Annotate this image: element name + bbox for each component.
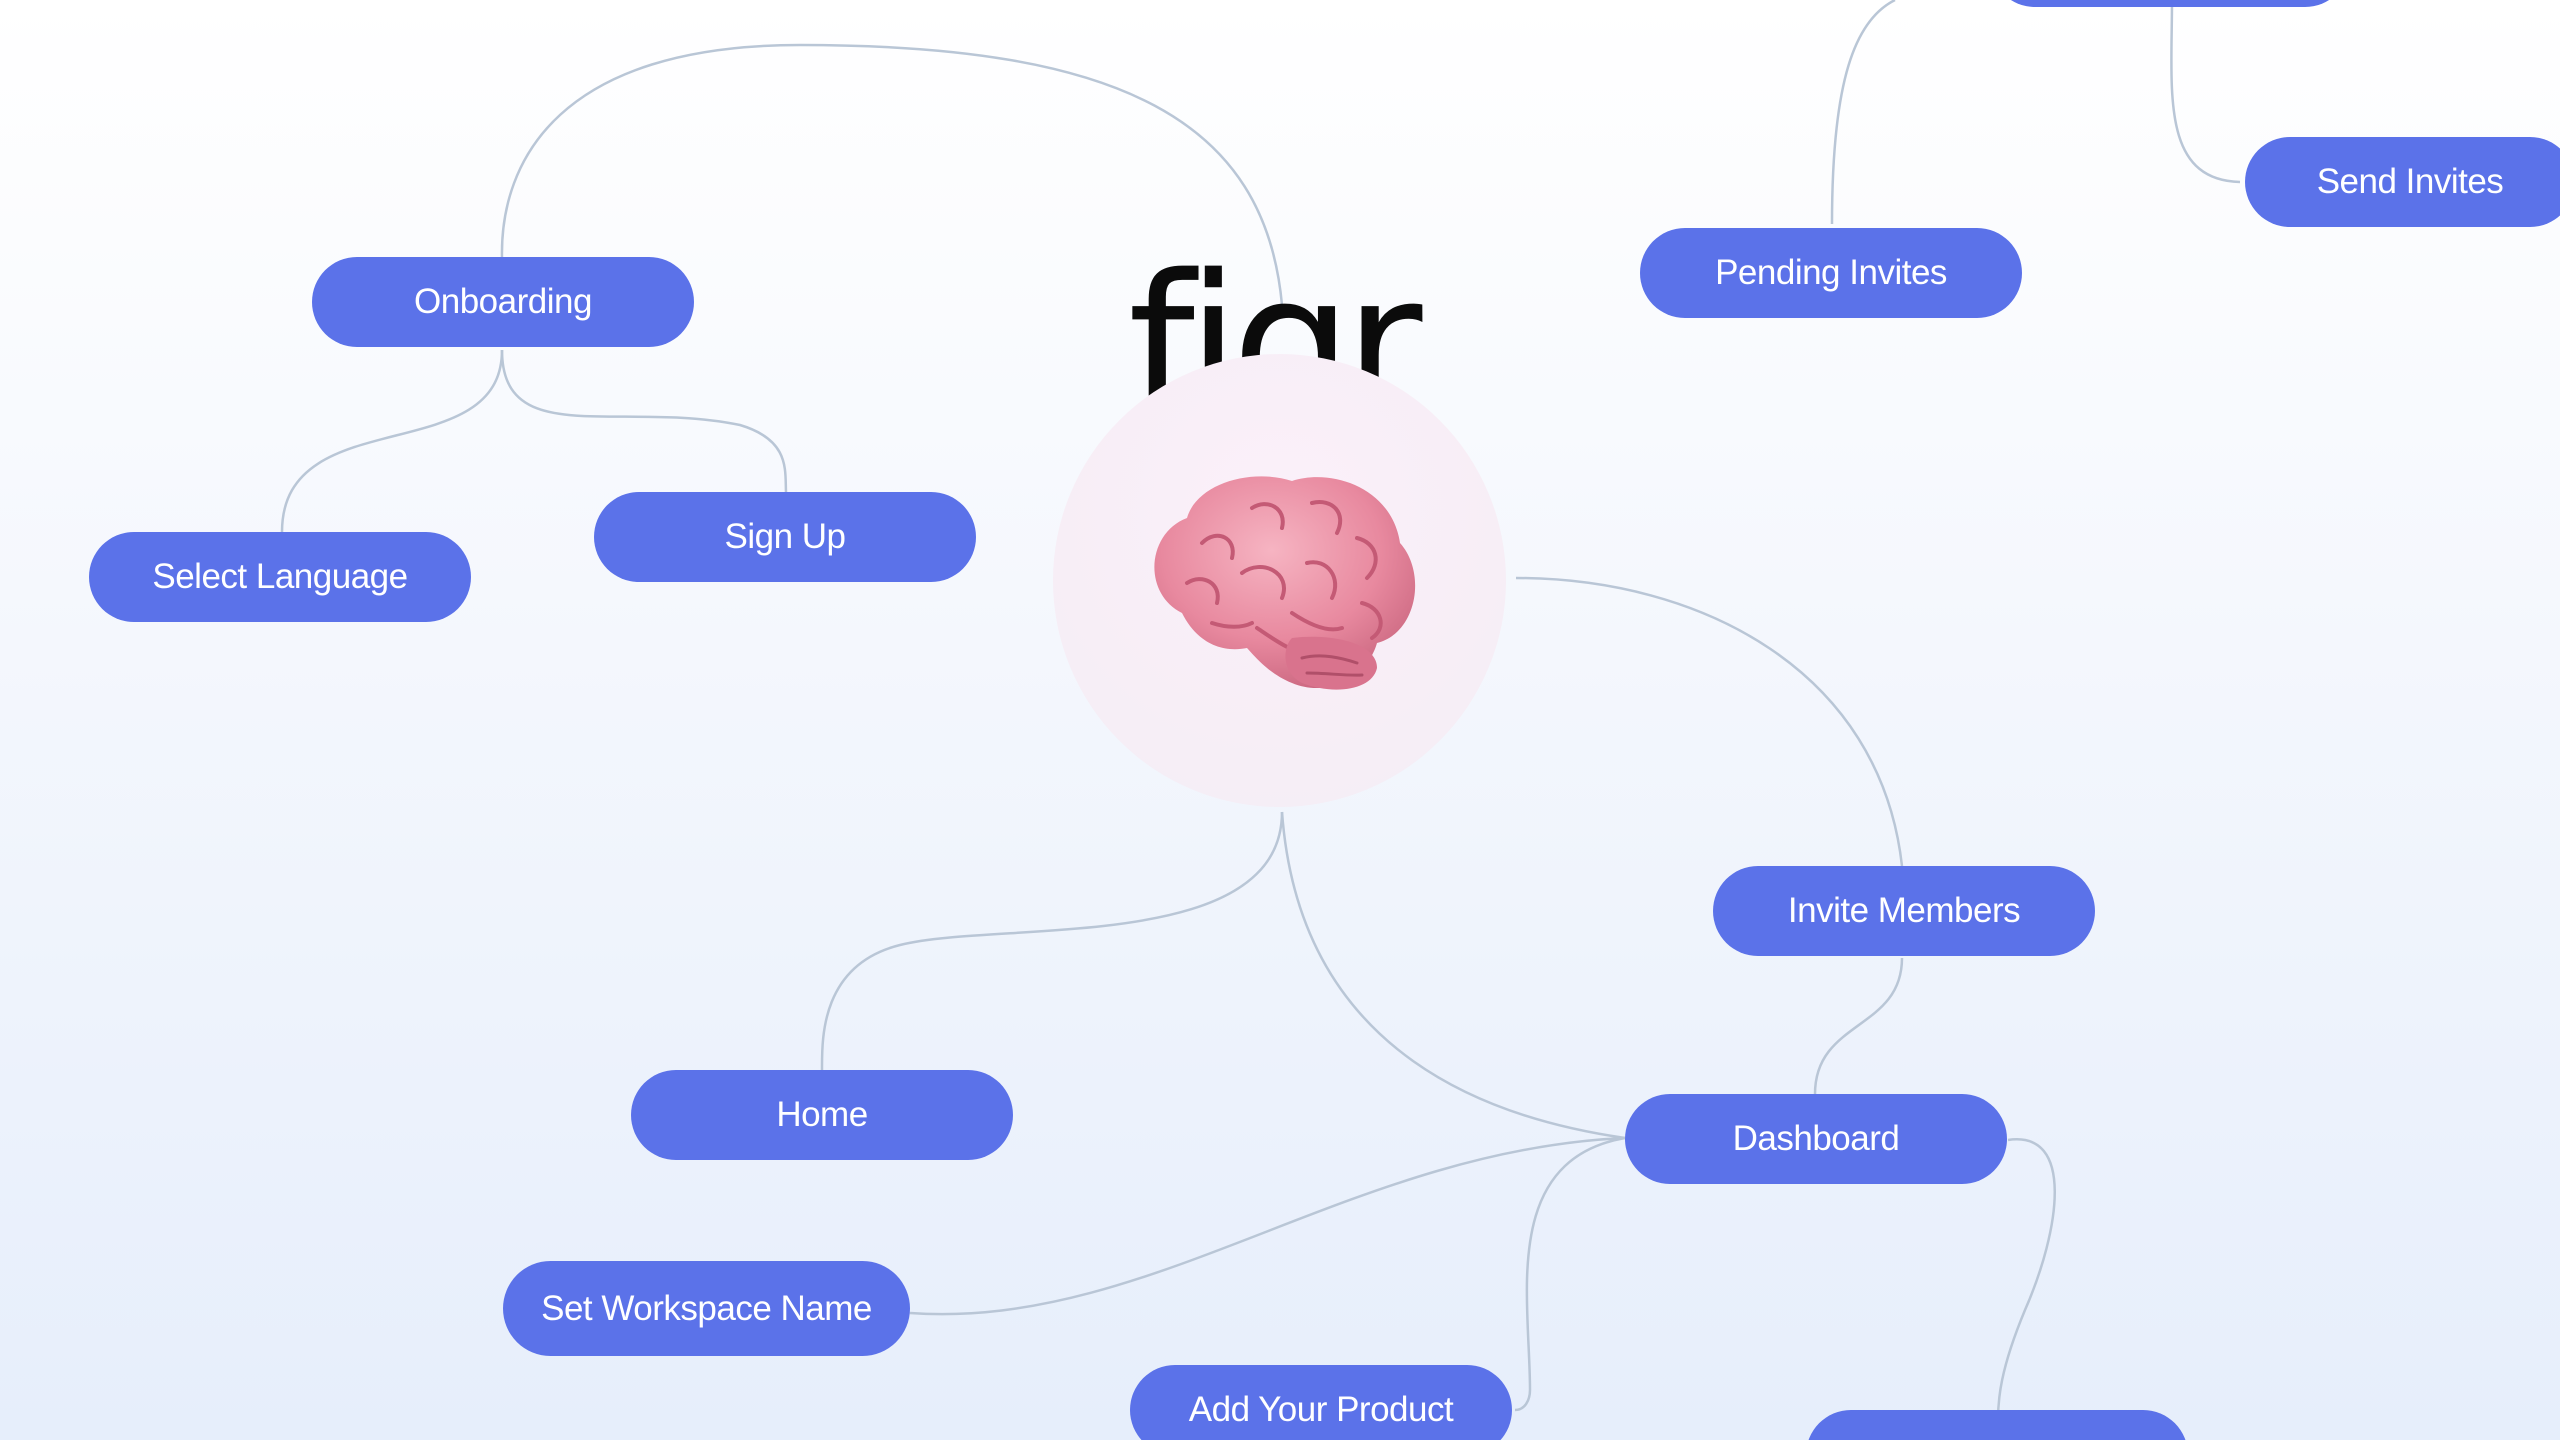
connector-dashboard-workspace: [909, 1136, 1626, 1316]
connector-center-home: [820, 811, 1284, 1071]
node-bottom-right-partial[interactable]: [1806, 1410, 2188, 1440]
node-send-invites[interactable]: Send Invites: [2245, 137, 2560, 227]
node-set-workspace-name[interactable]: Set Workspace Name: [503, 1261, 910, 1356]
connector-pending-invites-up: [1830, 0, 1896, 225]
node-add-your-product[interactable]: Add Your Product: [1130, 1365, 1512, 1440]
node-onboarding[interactable]: Onboarding: [312, 257, 694, 347]
node-top-partial[interactable]: [1990, 0, 2350, 7]
node-pending-invites[interactable]: Pending Invites: [1640, 228, 2022, 318]
node-dashboard[interactable]: Dashboard: [1625, 1094, 2007, 1184]
connector-dashboard-add-product: [1514, 1136, 1626, 1412]
connector-dashboard-bottom-right: [1996, 1138, 2056, 1421]
brain-icon: [1154, 476, 1416, 690]
node-sign-up[interactable]: Sign Up: [594, 492, 976, 582]
connector-center-dashboard: [1280, 811, 1626, 1140]
connector-center-onboarding: [500, 43, 1284, 306]
node-select-language[interactable]: Select Language: [89, 532, 471, 622]
connector-send-invites: [2170, 0, 2241, 184]
connector-onboarding-select-language: [280, 349, 504, 533]
connector-onboarding-sign-up: [500, 349, 788, 493]
node-invite-members[interactable]: Invite Members: [1713, 866, 2095, 956]
connector-invite-members-dashboard: [1813, 957, 1904, 1095]
node-home[interactable]: Home: [631, 1070, 1013, 1160]
connector-center-invite-members: [1515, 576, 1904, 867]
